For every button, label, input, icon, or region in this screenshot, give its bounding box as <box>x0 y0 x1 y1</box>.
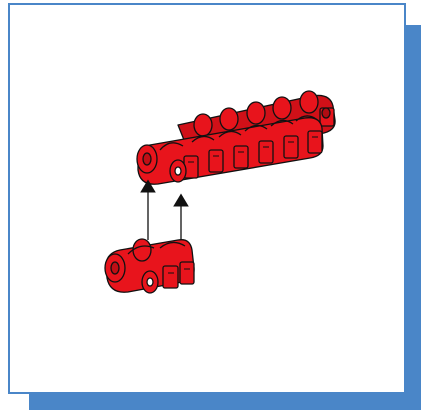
panel-face <box>9 4 405 393</box>
